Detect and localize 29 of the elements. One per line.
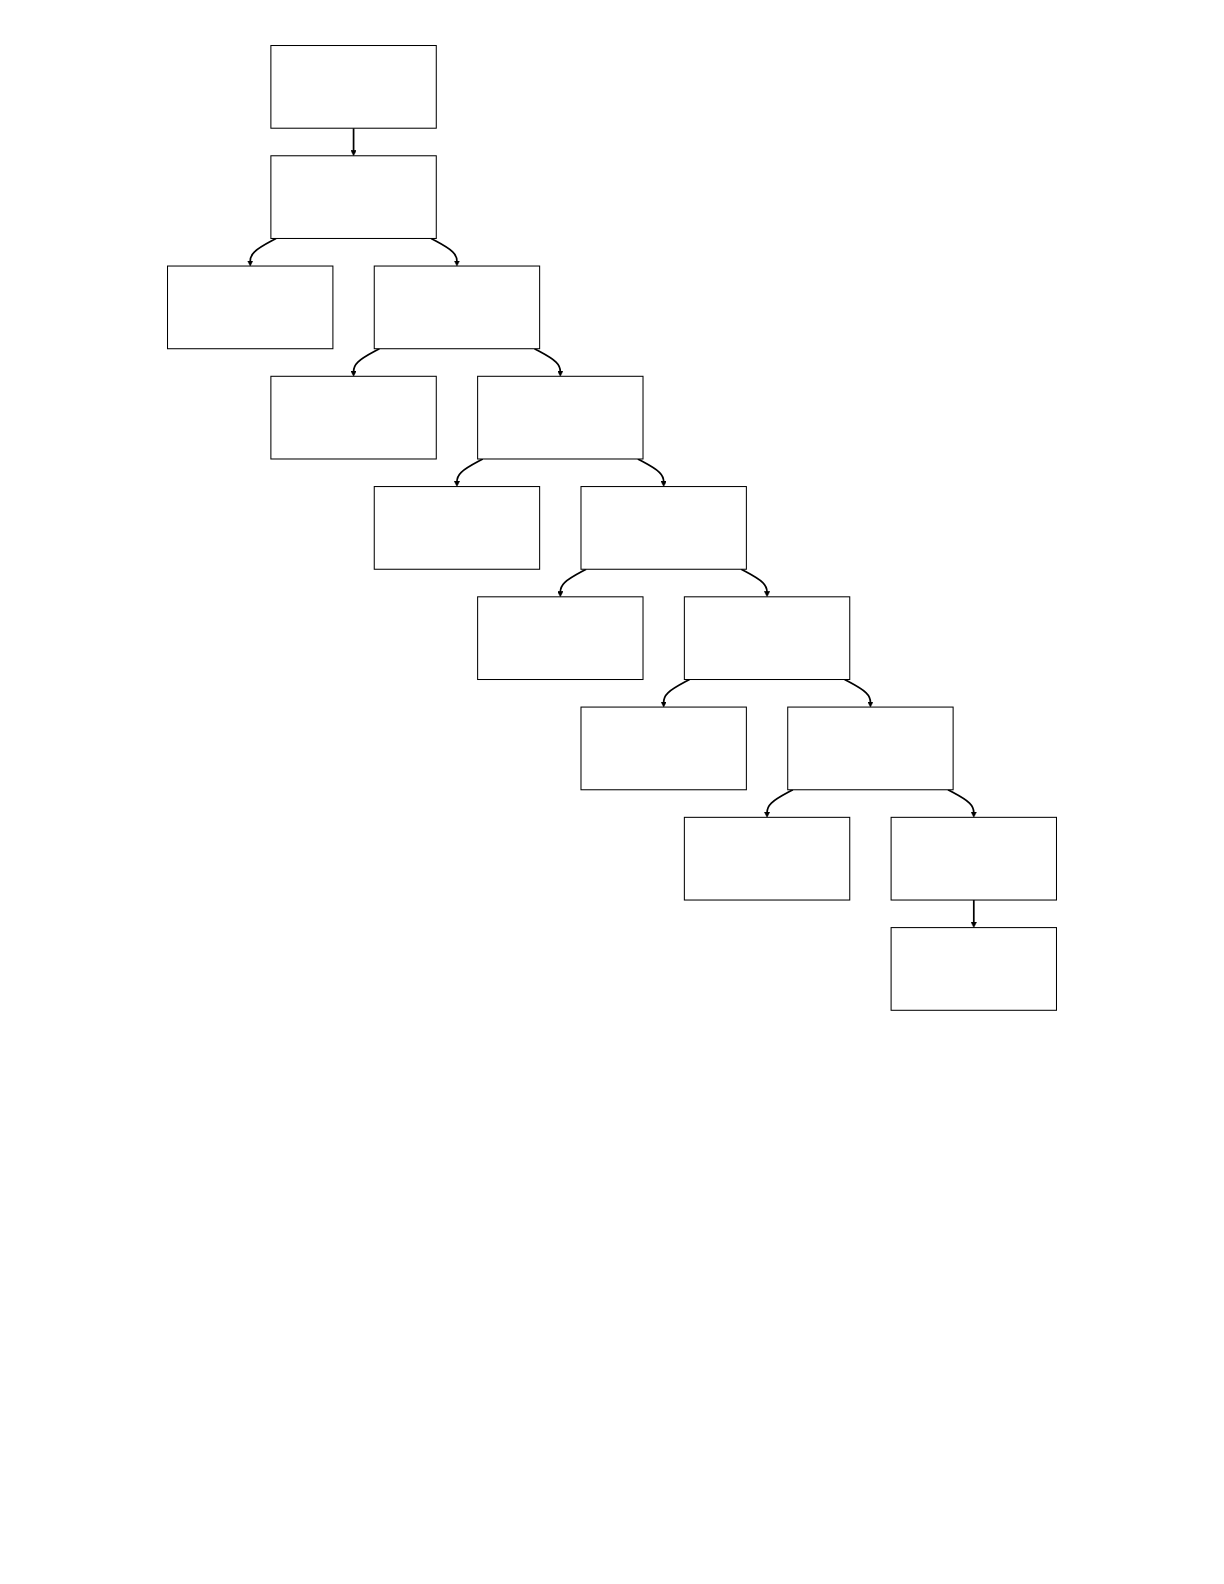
arrow [970, 899, 977, 928]
node-box [270, 45, 437, 129]
node-box [167, 265, 334, 350]
node-box [477, 375, 644, 460]
node-box [787, 706, 954, 791]
arrow [660, 678, 691, 708]
arrow [453, 458, 484, 487]
node-box [580, 706, 747, 791]
arrow [843, 678, 874, 708]
arrow [247, 237, 277, 267]
arrow [350, 127, 357, 157]
arrow [430, 237, 460, 267]
node-box [270, 375, 437, 460]
arrow [947, 788, 977, 818]
node-box [270, 155, 437, 239]
node-box [683, 596, 851, 681]
arrow [637, 458, 667, 487]
node-box [580, 486, 747, 570]
node-box [890, 816, 1057, 901]
arrow [557, 568, 587, 598]
node-box [477, 596, 644, 681]
arrow [533, 347, 564, 377]
node-box [683, 816, 851, 901]
arrow [350, 347, 381, 377]
arrow [740, 568, 771, 598]
arrow [764, 788, 794, 818]
node-box [890, 927, 1057, 1011]
node-box [373, 265, 541, 350]
node-box [373, 486, 541, 570]
